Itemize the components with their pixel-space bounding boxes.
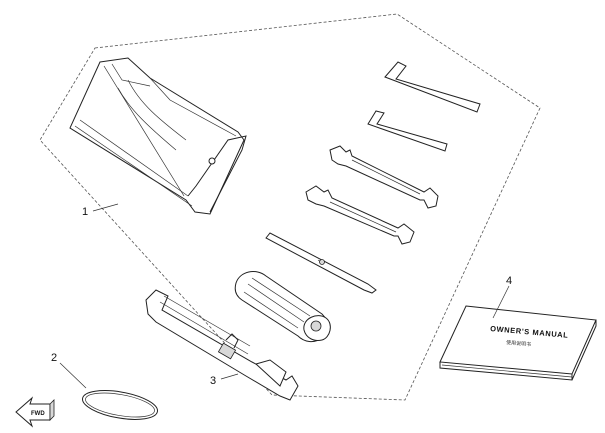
leader-line-1 [92,203,119,212]
tool-kit-boundary [39,13,541,401]
owners-manual: OWNER'S MANUAL 使用说明书 [439,305,597,381]
open-end-wrench-upper [329,145,439,209]
screwdriver-bit [265,232,377,294]
screwdriver-handle [234,271,331,343]
bag-snap-button [208,157,216,165]
callout-4: 4 [506,275,512,287]
callout-3: 3 [210,375,216,387]
hex-key-large [384,61,481,113]
forward-direction-marker: FWD [15,396,55,428]
leader-line-2 [59,362,87,389]
forward-marker-text: FWD [31,411,45,417]
callout-2: 2 [51,352,57,364]
callout-1: 1 [82,206,88,218]
open-end-wrench-lower [305,185,415,245]
leader-line-3 [220,373,239,380]
manual-subtitle: 使用说明书 [506,339,532,348]
hex-key-small [367,110,448,152]
leader-line-4 [492,285,510,319]
tool-bag [69,57,247,215]
o-ring [82,390,158,420]
spark-plug-socket-wrench [145,289,299,401]
